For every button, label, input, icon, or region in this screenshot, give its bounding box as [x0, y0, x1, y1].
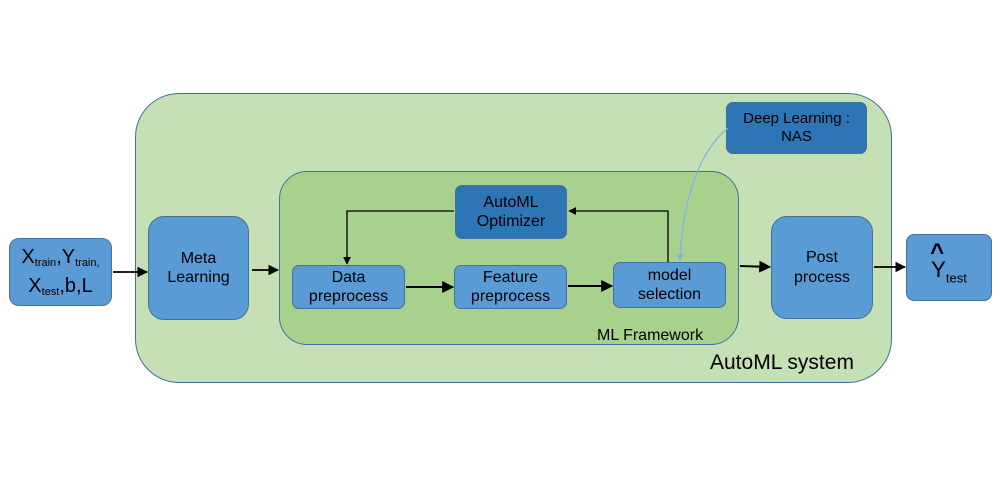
input-y-train-base: ,Y	[56, 245, 76, 268]
meta-learning-node: Meta Learning	[148, 216, 249, 320]
output-node: ^ Ytest	[906, 234, 992, 301]
meta-learning-line-1: Meta	[180, 249, 217, 267]
model-selection-node: model selection	[613, 262, 726, 308]
input-x-test-sub: test	[41, 286, 60, 298]
ml-framework-label: ML Framework	[597, 327, 704, 344]
feature-preprocess-line-1: Feature	[482, 268, 539, 286]
input-b-l: ,b,L	[59, 275, 93, 297]
arrow-optimizer-to-data	[343, 210, 454, 265]
feature-preprocess-node: Feature preprocess	[454, 265, 567, 309]
arrow-framework-to-post	[739, 260, 772, 273]
output-label: ^ Ytest	[930, 240, 967, 286]
input-x-train-sub: train	[34, 256, 57, 269]
nas-line-2: NAS	[781, 128, 812, 145]
data-preprocess-line-1: Data	[331, 268, 366, 286]
input-x-train-base: X	[21, 245, 35, 268]
arrow-nas-to-model	[676, 127, 729, 262]
nas-line-1: Deep Learning :	[743, 110, 850, 127]
post-process-line-2: process	[793, 268, 851, 286]
automl-system-label: AutoML system	[710, 351, 854, 374]
model-selection-line-1: model	[647, 266, 692, 284]
post-process-node: Post process	[771, 216, 873, 319]
deep-learning-nas-node: Deep Learning : NAS	[726, 102, 867, 154]
input-node: Xtrain,Ytrain, Xtest,b,L	[9, 238, 112, 306]
meta-learning-line-2: Learning	[167, 269, 230, 286]
input-line-2: Xtest,b,L	[28, 274, 92, 299]
output-hat: ^	[930, 238, 945, 266]
model-selection-line-2: selection	[637, 286, 702, 303]
feature-preprocess-line-2: preprocess	[470, 288, 551, 305]
optimizer-line-2: Optimizer	[476, 213, 546, 230]
input-line-1: Xtrain,Ytrain,	[21, 245, 99, 270]
output-y-sub: test	[945, 270, 967, 286]
input-y-train-sub: train,	[75, 256, 100, 269]
automl-optimizer-node: AutoML Optimizer	[455, 185, 567, 239]
input-x-test-base: X	[28, 275, 42, 297]
data-preprocess-line-2: preprocess	[308, 288, 389, 305]
post-process-line-1: Post	[805, 249, 838, 267]
data-preprocess-node: Data preprocess	[292, 265, 405, 309]
output-y-base: Y	[931, 256, 946, 282]
arrow-model-to-optimizer	[568, 207, 669, 262]
optimizer-line-1: AutoML	[483, 193, 539, 211]
